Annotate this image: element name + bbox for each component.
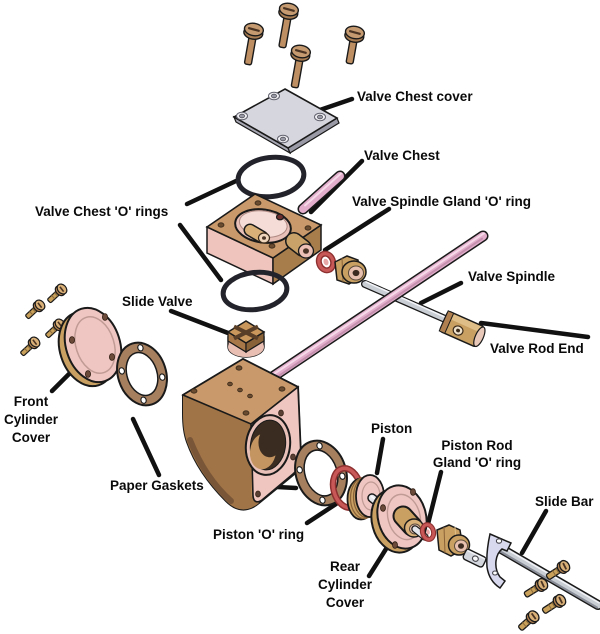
- label-valve-spindle: Valve Spindle: [468, 269, 556, 284]
- leader-front-cover: [49, 369, 74, 394]
- valve-chest-cover-screws: [243, 2, 366, 89]
- label-front-cylinder-cover-1: Front: [14, 394, 49, 409]
- rear-cylinder-cover-part: [370, 484, 429, 554]
- leader-valve-rod-end: [478, 320, 591, 340]
- screw-icon: [545, 559, 571, 580]
- leader-chest-oring-bottom: [177, 222, 224, 283]
- screw-icon: [25, 299, 46, 320]
- leader-valve-spindle-gland: [322, 206, 392, 253]
- label-paper-gaskets: Paper Gaskets: [110, 478, 204, 493]
- screw-icon: [523, 577, 549, 598]
- label-piston: Piston: [371, 421, 412, 436]
- label-valve-chest: Valve Chest: [364, 148, 440, 163]
- valve-chest-cover-part: [232, 88, 340, 155]
- leader-valve-spindle: [418, 280, 464, 306]
- cylinder-top-holes: [190, 365, 286, 416]
- chest-inner-boss: [243, 223, 271, 244]
- cylinder-face-holes: [255, 409, 296, 498]
- piston-rod-gland-nut: [436, 524, 471, 557]
- slide-bar-bracket: [486, 532, 513, 590]
- screw-icon: [518, 610, 540, 631]
- leader-gasket-front: [130, 416, 162, 478]
- label-front-cylinder-cover-2: Cylinder: [4, 412, 59, 427]
- valve-spindle-gland-o-ring-part: [315, 250, 337, 274]
- leader-piston-oring: [304, 501, 339, 526]
- chest-port-hole: [275, 213, 285, 221]
- front-cover-holes: [69, 313, 116, 378]
- label-rear-cylinder-cover-1: Rear: [330, 559, 361, 574]
- label-slide-valve: Slide Valve: [122, 294, 193, 309]
- label-piston-rod-gland-1: Piston Rod: [441, 438, 512, 453]
- valve-rod-end-part: [438, 310, 486, 348]
- slide-bar-screws: [518, 559, 571, 631]
- label-valve-chest-o-rings: Valve Chest 'O' rings: [35, 204, 168, 219]
- label-valve-rod-end: Valve Rod End: [490, 341, 584, 356]
- slide-bar-part: [486, 532, 600, 610]
- valve-chest-part: [205, 193, 323, 286]
- cylinder-bore: [244, 414, 292, 476]
- leader-valve-chest: [308, 158, 365, 215]
- front-cylinder-cover-part: [57, 306, 123, 388]
- valve-spindle-gland-nut: [334, 255, 367, 285]
- screw-icon: [290, 44, 312, 89]
- leader-chest-oring-top: [184, 178, 239, 207]
- rear-cover-hub: [392, 505, 429, 541]
- screw-icon: [47, 283, 68, 304]
- leader-piston: [374, 436, 386, 476]
- screw-icon: [541, 593, 567, 614]
- valve-chest-o-ring-top: [235, 154, 307, 200]
- piston-rod-gland-o-ring-part: [419, 522, 437, 542]
- screw-icon: [344, 25, 366, 65]
- label-piston-rod-gland-2: Gland 'O' ring: [433, 455, 521, 470]
- screw-icon: [243, 22, 265, 66]
- leader-piston-gland: [425, 469, 444, 527]
- label-valve-chest-cover: Valve Chest cover: [357, 89, 473, 104]
- screw-icon: [20, 336, 41, 357]
- label-slide-bar: Slide Bar: [535, 494, 594, 509]
- slide-valve-part: [226, 320, 266, 358]
- label-rear-cylinder-cover-2: Cylinder: [318, 577, 373, 592]
- label-valve-spindle-gland-o-ring: Valve Spindle Gland 'O' ring: [352, 194, 531, 209]
- valve-spindle-rear-stub: [297, 170, 346, 215]
- paper-gasket-front: [116, 341, 168, 407]
- chest-corner-holes: [217, 200, 312, 249]
- labels: Valve Chest cover Valve Chest Valve Spin…: [4, 89, 594, 610]
- label-rear-cylinder-cover-3: Cover: [326, 595, 365, 610]
- cylinder-block-part: [181, 357, 303, 511]
- valve-chest-o-ring-bottom: [220, 269, 290, 313]
- leader-slide-valve: [168, 308, 231, 336]
- label-piston-o-ring: Piston 'O' ring: [213, 527, 304, 542]
- valve-spindle-part: [361, 280, 456, 326]
- piston-rod-end-tongue: [462, 548, 487, 568]
- screw-icon: [278, 2, 300, 49]
- label-front-cylinder-cover-3: Cover: [12, 430, 51, 445]
- leader-slide-bar: [519, 508, 549, 556]
- piston-rod-long: [265, 230, 489, 384]
- leader-valve-chest-cover: [314, 96, 355, 114]
- cover-holes: [236, 91, 326, 144]
- chest-gland-boss: [285, 232, 315, 259]
